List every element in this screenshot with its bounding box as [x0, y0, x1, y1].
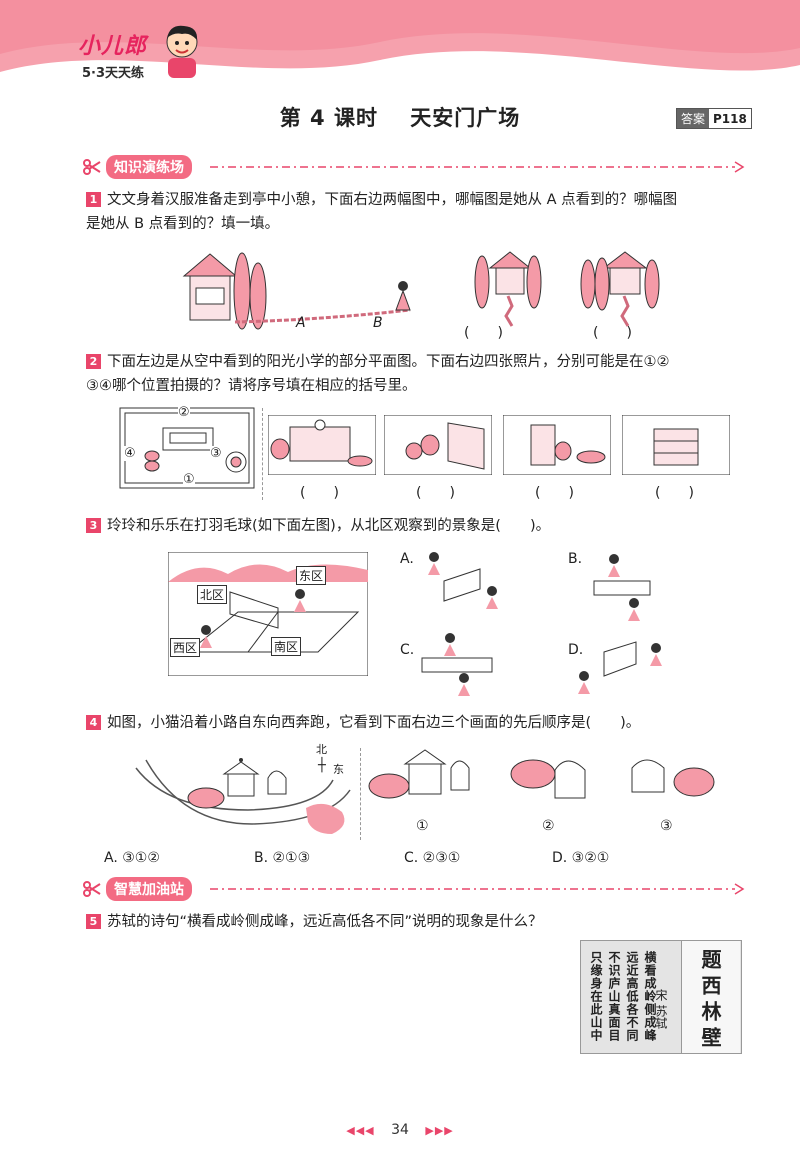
page-footer: ◀◀◀ 34 ▶▶▶ — [0, 1122, 800, 1138]
poem-title-box: 题西林壁 — [681, 941, 740, 1053]
poem-line-3: 不识庐山真面目 — [607, 951, 621, 1042]
position-4-label: ④ — [124, 446, 136, 461]
q4-choice-a[interactable]: A. ③①② — [104, 850, 160, 866]
zone-south-label: 南区 — [271, 637, 302, 656]
page-number: 34 — [391, 1122, 409, 1138]
q3-option-c-label[interactable]: C. — [400, 642, 415, 658]
q2-answer-blank-2[interactable]: ( ) — [416, 485, 455, 501]
question-number: 5 — [86, 914, 101, 929]
section-header-wisdom: 智慧加油站 — [82, 877, 192, 901]
lesson-number: 第 4 课时 — [279, 106, 378, 130]
question-text: 下面左边是从空中看到的阳光小学的部分平面图。下面右边四张照片，分别可能是在①② — [107, 354, 670, 370]
poem-line-1: 横看成岭侧成峰 — [643, 951, 657, 1042]
zone-north-label: 北区 — [197, 585, 228, 604]
q4-map-illustration — [135, 758, 351, 834]
scissors-icon — [83, 881, 101, 897]
q3-option-a-label[interactable]: A. — [400, 551, 414, 567]
point-b-label: B — [373, 315, 383, 331]
q4-picture-2-label: ② — [542, 818, 555, 834]
section-label: 知识演练场 — [106, 155, 192, 179]
question-3: 3 玲玲和乐乐在打羽毛球(如下面左图)，从北区观察到的景象是( )。 — [86, 514, 746, 538]
q1-view-picture-1 — [474, 251, 542, 327]
section-header-practice: 知识演练场 — [82, 155, 192, 179]
poem-card: 只缘身在此山中 不识庐山真面目 远近高低各不同 横看成岭侧成峰 宋 苏轼 题西林… — [580, 940, 742, 1054]
question-number: 4 — [86, 715, 101, 730]
dashed-divider — [210, 161, 745, 173]
q2-photo-4 — [622, 415, 730, 475]
answer-reference: 答案 P118 — [676, 108, 752, 129]
point-a-label: A — [296, 315, 306, 331]
q3-option-b-label[interactable]: B. — [568, 551, 583, 567]
q2-photo-3 — [503, 415, 611, 475]
zone-east-label: 东区 — [296, 566, 327, 585]
question-text: 玲玲和乐乐在打羽毛球(如下面左图)，从北区观察到的景象是( )。 — [107, 518, 551, 534]
question-number: 2 — [86, 354, 101, 369]
q3-option-d-picture[interactable] — [570, 630, 685, 700]
compass-east: 东 — [333, 763, 344, 776]
q4-divider — [360, 748, 361, 840]
zone-west-label: 西区 — [170, 638, 201, 657]
q3-court-scene — [168, 552, 368, 676]
header-band — [0, 0, 800, 72]
q1-view-picture-2 — [580, 251, 660, 327]
q2-photo-1 — [268, 415, 376, 475]
q2-photo-2 — [384, 415, 492, 475]
q3-option-c-picture[interactable] — [420, 628, 510, 698]
scissors-icon — [83, 159, 101, 175]
brand-logo: 小儿郎 5·3天天练 — [78, 28, 147, 81]
lesson-name: 天安门广场 — [410, 106, 521, 130]
compass-north: 北 — [316, 743, 327, 756]
mascot-boy-icon — [166, 25, 198, 78]
q3-option-b-picture[interactable] — [590, 545, 680, 625]
question-text: 苏轼的诗句“横看成岭侧成峰，远近高低各不同”说明的现象是什么？ — [107, 914, 543, 930]
q4-choice-b[interactable]: B. ②①③ — [254, 850, 311, 866]
position-2-label: ② — [178, 405, 190, 420]
question-number: 1 — [86, 192, 101, 207]
question-text: 文文身着汉服准备走到亭中小憩，下面右边两幅图中，哪幅图是她从 A 点看到的？哪幅… — [107, 192, 678, 208]
question-1: 1 文文身着汉服准备走到亭中小憩，下面右边两幅图中，哪幅图是她从 A 点看到的？哪… — [86, 188, 746, 236]
q3-option-d-label[interactable]: D. — [568, 642, 584, 658]
answer-label: 答案 — [677, 109, 710, 128]
brand-name: 小儿郎 — [78, 34, 148, 59]
poem-author: 宋 苏轼 — [654, 989, 668, 1029]
q2-answer-blank-3[interactable]: ( ) — [535, 485, 574, 501]
brand-subtitle: 5·3天天练 — [82, 66, 145, 81]
q1-answer-blank-1[interactable]: ( ) — [464, 325, 503, 341]
poem-line-4: 只缘身在此山中 — [589, 951, 603, 1042]
arrows-right-icon: ▶▶▶ — [425, 1124, 454, 1137]
question-text-cont: ③④哪个位置拍摄的？请将序号填在相应的括号里。 — [86, 378, 417, 394]
q4-picture-2 — [510, 759, 586, 799]
q4-choice-d[interactable]: D. ③②① — [552, 850, 610, 866]
poem-line-2: 远近高低各不同 — [625, 951, 639, 1042]
question-number: 3 — [86, 518, 101, 533]
arrows-left-icon: ◀◀◀ — [346, 1124, 375, 1137]
position-1-label: ① — [183, 472, 195, 487]
question-text: 如图，小猫沿着小路自东向西奔跑，它看到下面右边三个画面的先后顺序是( )。 — [107, 715, 641, 731]
q1-scene-illustration — [182, 252, 411, 330]
question-5: 5 苏轼的诗句“横看成岭侧成峰，远近高低各不同”说明的现象是什么？ — [86, 910, 746, 934]
q2-divider — [262, 408, 263, 500]
q4-picture-3 — [631, 759, 715, 797]
position-3-label: ③ — [210, 446, 222, 461]
section-label: 智慧加油站 — [106, 877, 192, 901]
compass-cross-icon: ┼ — [318, 758, 326, 773]
q4-picture-1 — [368, 749, 470, 799]
poem-title: 题西林壁 — [698, 949, 722, 1053]
q2-answer-blank-1[interactable]: ( ) — [300, 485, 339, 501]
dashed-divider — [210, 883, 745, 895]
q1-answer-blank-2[interactable]: ( ) — [593, 325, 632, 341]
question-text-cont: 是她从 B 点看到的？填一填。 — [86, 216, 280, 232]
answer-page: P118 — [713, 111, 747, 126]
q2-answer-blank-4[interactable]: ( ) — [655, 485, 694, 501]
question-4: 4 如图，小猫沿着小路自东向西奔跑，它看到下面右边三个画面的先后顺序是( )。 — [86, 711, 746, 735]
lesson-title: 第 4 课时 天安门广场 — [0, 102, 800, 132]
q4-picture-1-label: ① — [416, 818, 429, 834]
q4-picture-3-label: ③ — [660, 818, 673, 834]
q4-choice-c[interactable]: C. ②③① — [404, 850, 461, 866]
question-2: 2 下面左边是从空中看到的阳光小学的部分平面图。下面右边四张照片，分别可能是在①②… — [86, 350, 746, 398]
q3-option-a-picture[interactable] — [420, 545, 520, 615]
